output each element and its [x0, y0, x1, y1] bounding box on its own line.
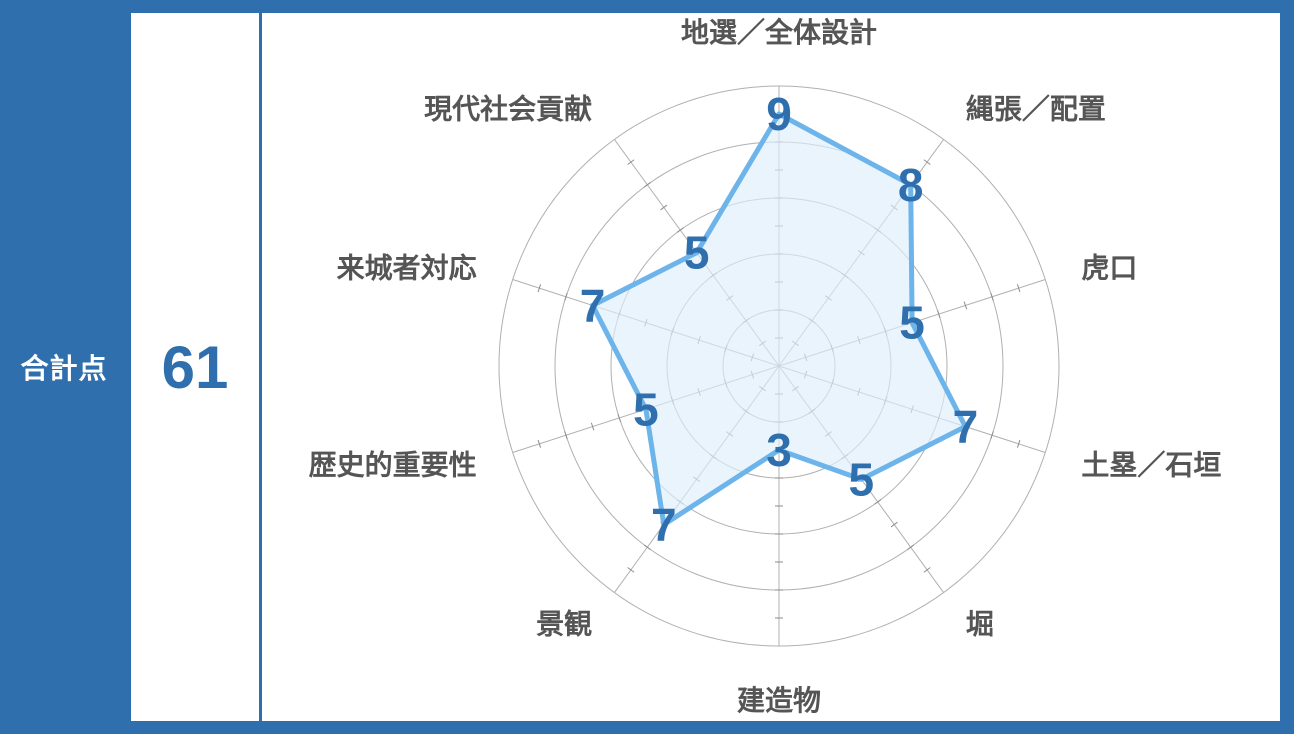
axis-label-4: 土塁／石垣: [1081, 448, 1221, 481]
grid-tick: [643, 544, 651, 550]
value-label-2: 8: [898, 159, 924, 211]
data-point-7: [661, 522, 667, 528]
grid-tick: [963, 301, 968, 310]
value-label-3: 5: [899, 297, 925, 349]
total-label: 合計点: [20, 352, 108, 385]
grid-tick: [627, 159, 635, 165]
total-label-panel: 合計点: [0, 0, 128, 734]
grid-tick: [890, 521, 898, 528]
data-point-3: [909, 320, 915, 326]
radar-series: [590, 111, 968, 528]
grid-tick: [907, 544, 915, 550]
grid-tick: [643, 182, 651, 188]
data-point-10: [694, 250, 700, 256]
axis-label-5: 堀: [966, 607, 994, 640]
grid-tick: [923, 159, 931, 165]
grid-tick: [990, 431, 994, 440]
value-label-9: 7: [580, 279, 606, 331]
total-score: 61: [161, 333, 229, 401]
value-label-4: 7: [953, 401, 979, 453]
data-point-6: [776, 447, 782, 453]
grid-tick: [617, 413, 621, 422]
data-point-1: [776, 111, 782, 117]
axis-label-9: 来城者対応: [337, 252, 477, 285]
grid-tick: [937, 310, 941, 319]
value-label-10: 5: [684, 227, 710, 279]
grid-tick: [627, 567, 635, 573]
value-label-5: 5: [849, 453, 875, 505]
grid-tick: [660, 204, 668, 211]
grid-tick: [990, 292, 994, 301]
axis-label-6: 建造物: [737, 684, 821, 717]
grid-tick: [1016, 439, 1021, 448]
data-point-8: [643, 406, 649, 412]
data-point-4: [962, 424, 968, 430]
value-label-7: 7: [651, 499, 677, 551]
axis-label-7: 景観: [536, 607, 592, 640]
grid-tick: [537, 439, 542, 448]
axis-label-3: 虎口: [1081, 252, 1137, 285]
grid-tick: [564, 292, 568, 301]
value-label-1: 9: [766, 88, 792, 140]
grid-tick: [537, 284, 542, 293]
grid-tick: [923, 567, 931, 573]
grid-tick: [564, 431, 568, 440]
data-point-9: [590, 302, 596, 308]
data-point-2: [908, 182, 914, 188]
data-point-5: [858, 476, 864, 482]
value-label-8: 5: [633, 383, 659, 435]
axis-label-2: 縄張／配置: [966, 93, 1106, 126]
axis-label-1: 地選／全体設計: [681, 16, 877, 49]
grid-tick: [874, 499, 882, 505]
radar-chart-panel: 地選／全体設計縄張／配置虎口土塁／石垣堀建造物 景観 歴史的重要性 来城者対応 現代社会…: [262, 13, 1280, 721]
grid-tick: [676, 227, 684, 233]
grid-tick: [1016, 284, 1021, 293]
axis-label-10: 現代社会貢献: [424, 93, 592, 126]
axis-label-8: 歴史的重要性: [309, 448, 477, 481]
total-score-panel: 61: [131, 13, 259, 721]
value-label-6: 3: [766, 424, 792, 476]
grid-tick: [590, 422, 595, 431]
